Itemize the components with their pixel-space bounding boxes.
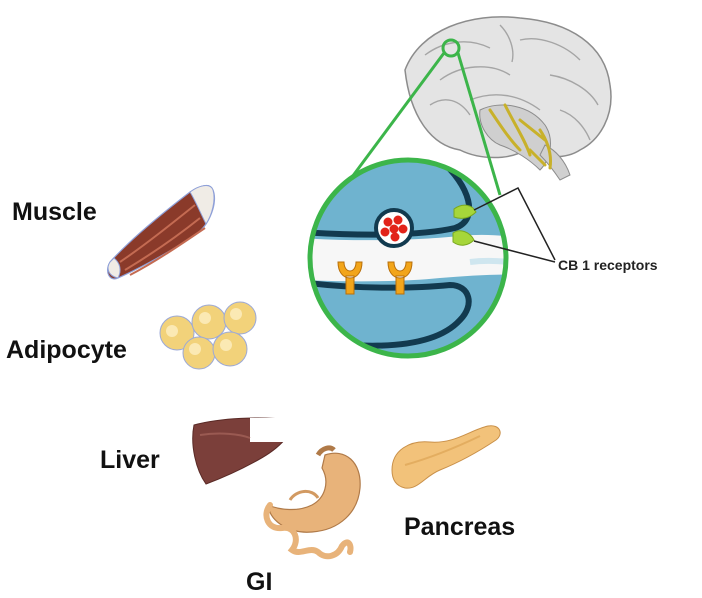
brain-illustration xyxy=(405,17,611,180)
liver-label: Liver xyxy=(100,448,160,473)
vesicle-icon xyxy=(376,210,412,246)
gi-illustration xyxy=(266,448,360,556)
adipocyte-illustration xyxy=(160,302,256,369)
gi-label: GI xyxy=(246,570,272,595)
pancreas-illustration xyxy=(392,426,500,488)
muscle-illustration xyxy=(108,186,215,279)
adipocyte-label: Adipocyte xyxy=(6,338,127,363)
cb1-receptors-label: CB 1 receptors xyxy=(558,258,658,272)
liver-illustration xyxy=(193,418,294,484)
muscle-label: Muscle xyxy=(12,200,97,225)
synapse-zoom-circle xyxy=(300,160,560,356)
pancreas-label: Pancreas xyxy=(404,515,515,540)
